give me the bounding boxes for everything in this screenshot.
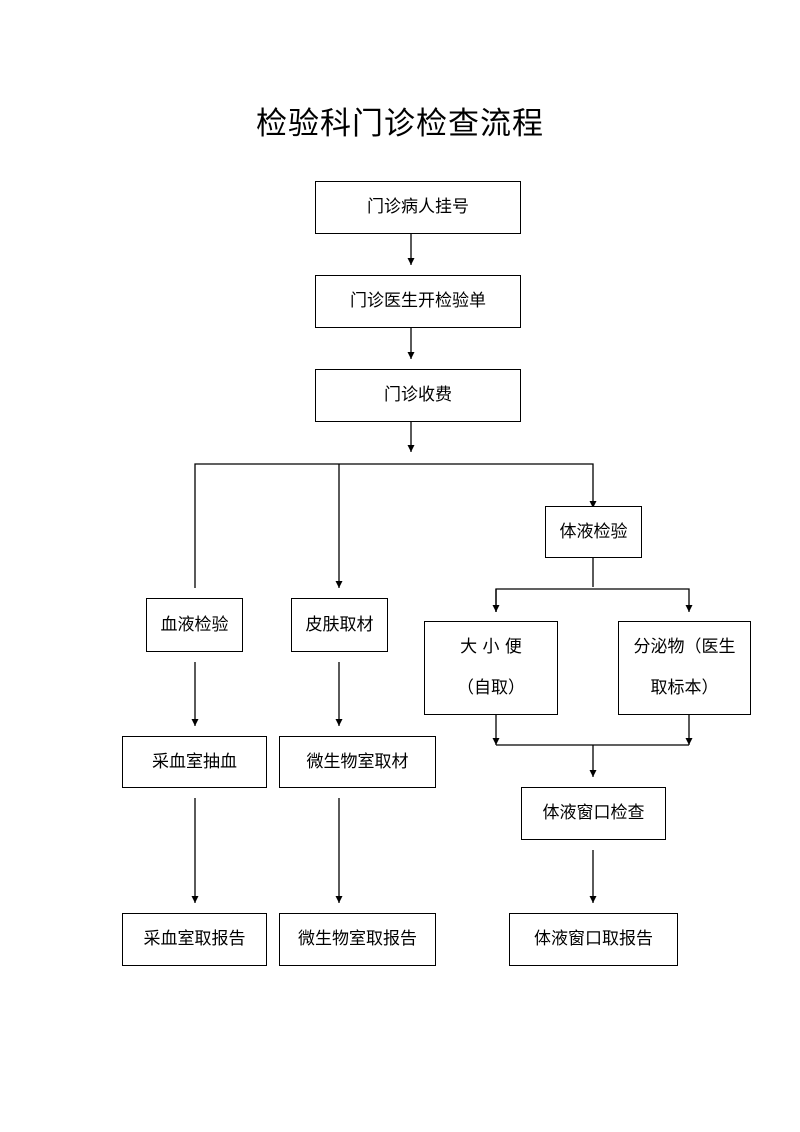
node-body-fluid-test: 体液检验 xyxy=(545,506,642,558)
node-fluid-report: 体液窗口取报告 xyxy=(509,913,678,966)
node-doctor-order: 门诊医生开检验单 xyxy=(315,275,521,328)
node-skin-sample: 皮肤取材 xyxy=(291,598,388,652)
secretion-line1: 分泌物（医生 xyxy=(633,637,736,657)
node-stool-urine: 大 小 便 （自取） xyxy=(424,621,558,715)
node-register: 门诊病人挂号 xyxy=(315,181,521,234)
stool-urine-line2: （自取） xyxy=(457,678,525,698)
node-blood-test: 血液检验 xyxy=(146,598,243,652)
node-fluid-window-check: 体液窗口检查 xyxy=(521,787,666,840)
node-micro-report: 微生物室取报告 xyxy=(279,913,436,966)
node-blood-draw: 采血室抽血 xyxy=(122,736,267,788)
node-secretion: 分泌物（医生 取标本） xyxy=(618,621,751,715)
secretion-line2: 取标本） xyxy=(650,678,719,698)
node-payment: 门诊收费 xyxy=(315,369,521,422)
stool-urine-line1: 大 小 便 xyxy=(460,637,522,657)
branch-line-top xyxy=(194,463,597,588)
branch-line-fluid xyxy=(495,588,693,612)
node-micro-sample: 微生物室取材 xyxy=(279,736,436,788)
flowchart-title: 检验科门诊检查流程 xyxy=(256,106,544,142)
node-blood-report: 采血室取报告 xyxy=(122,913,267,966)
